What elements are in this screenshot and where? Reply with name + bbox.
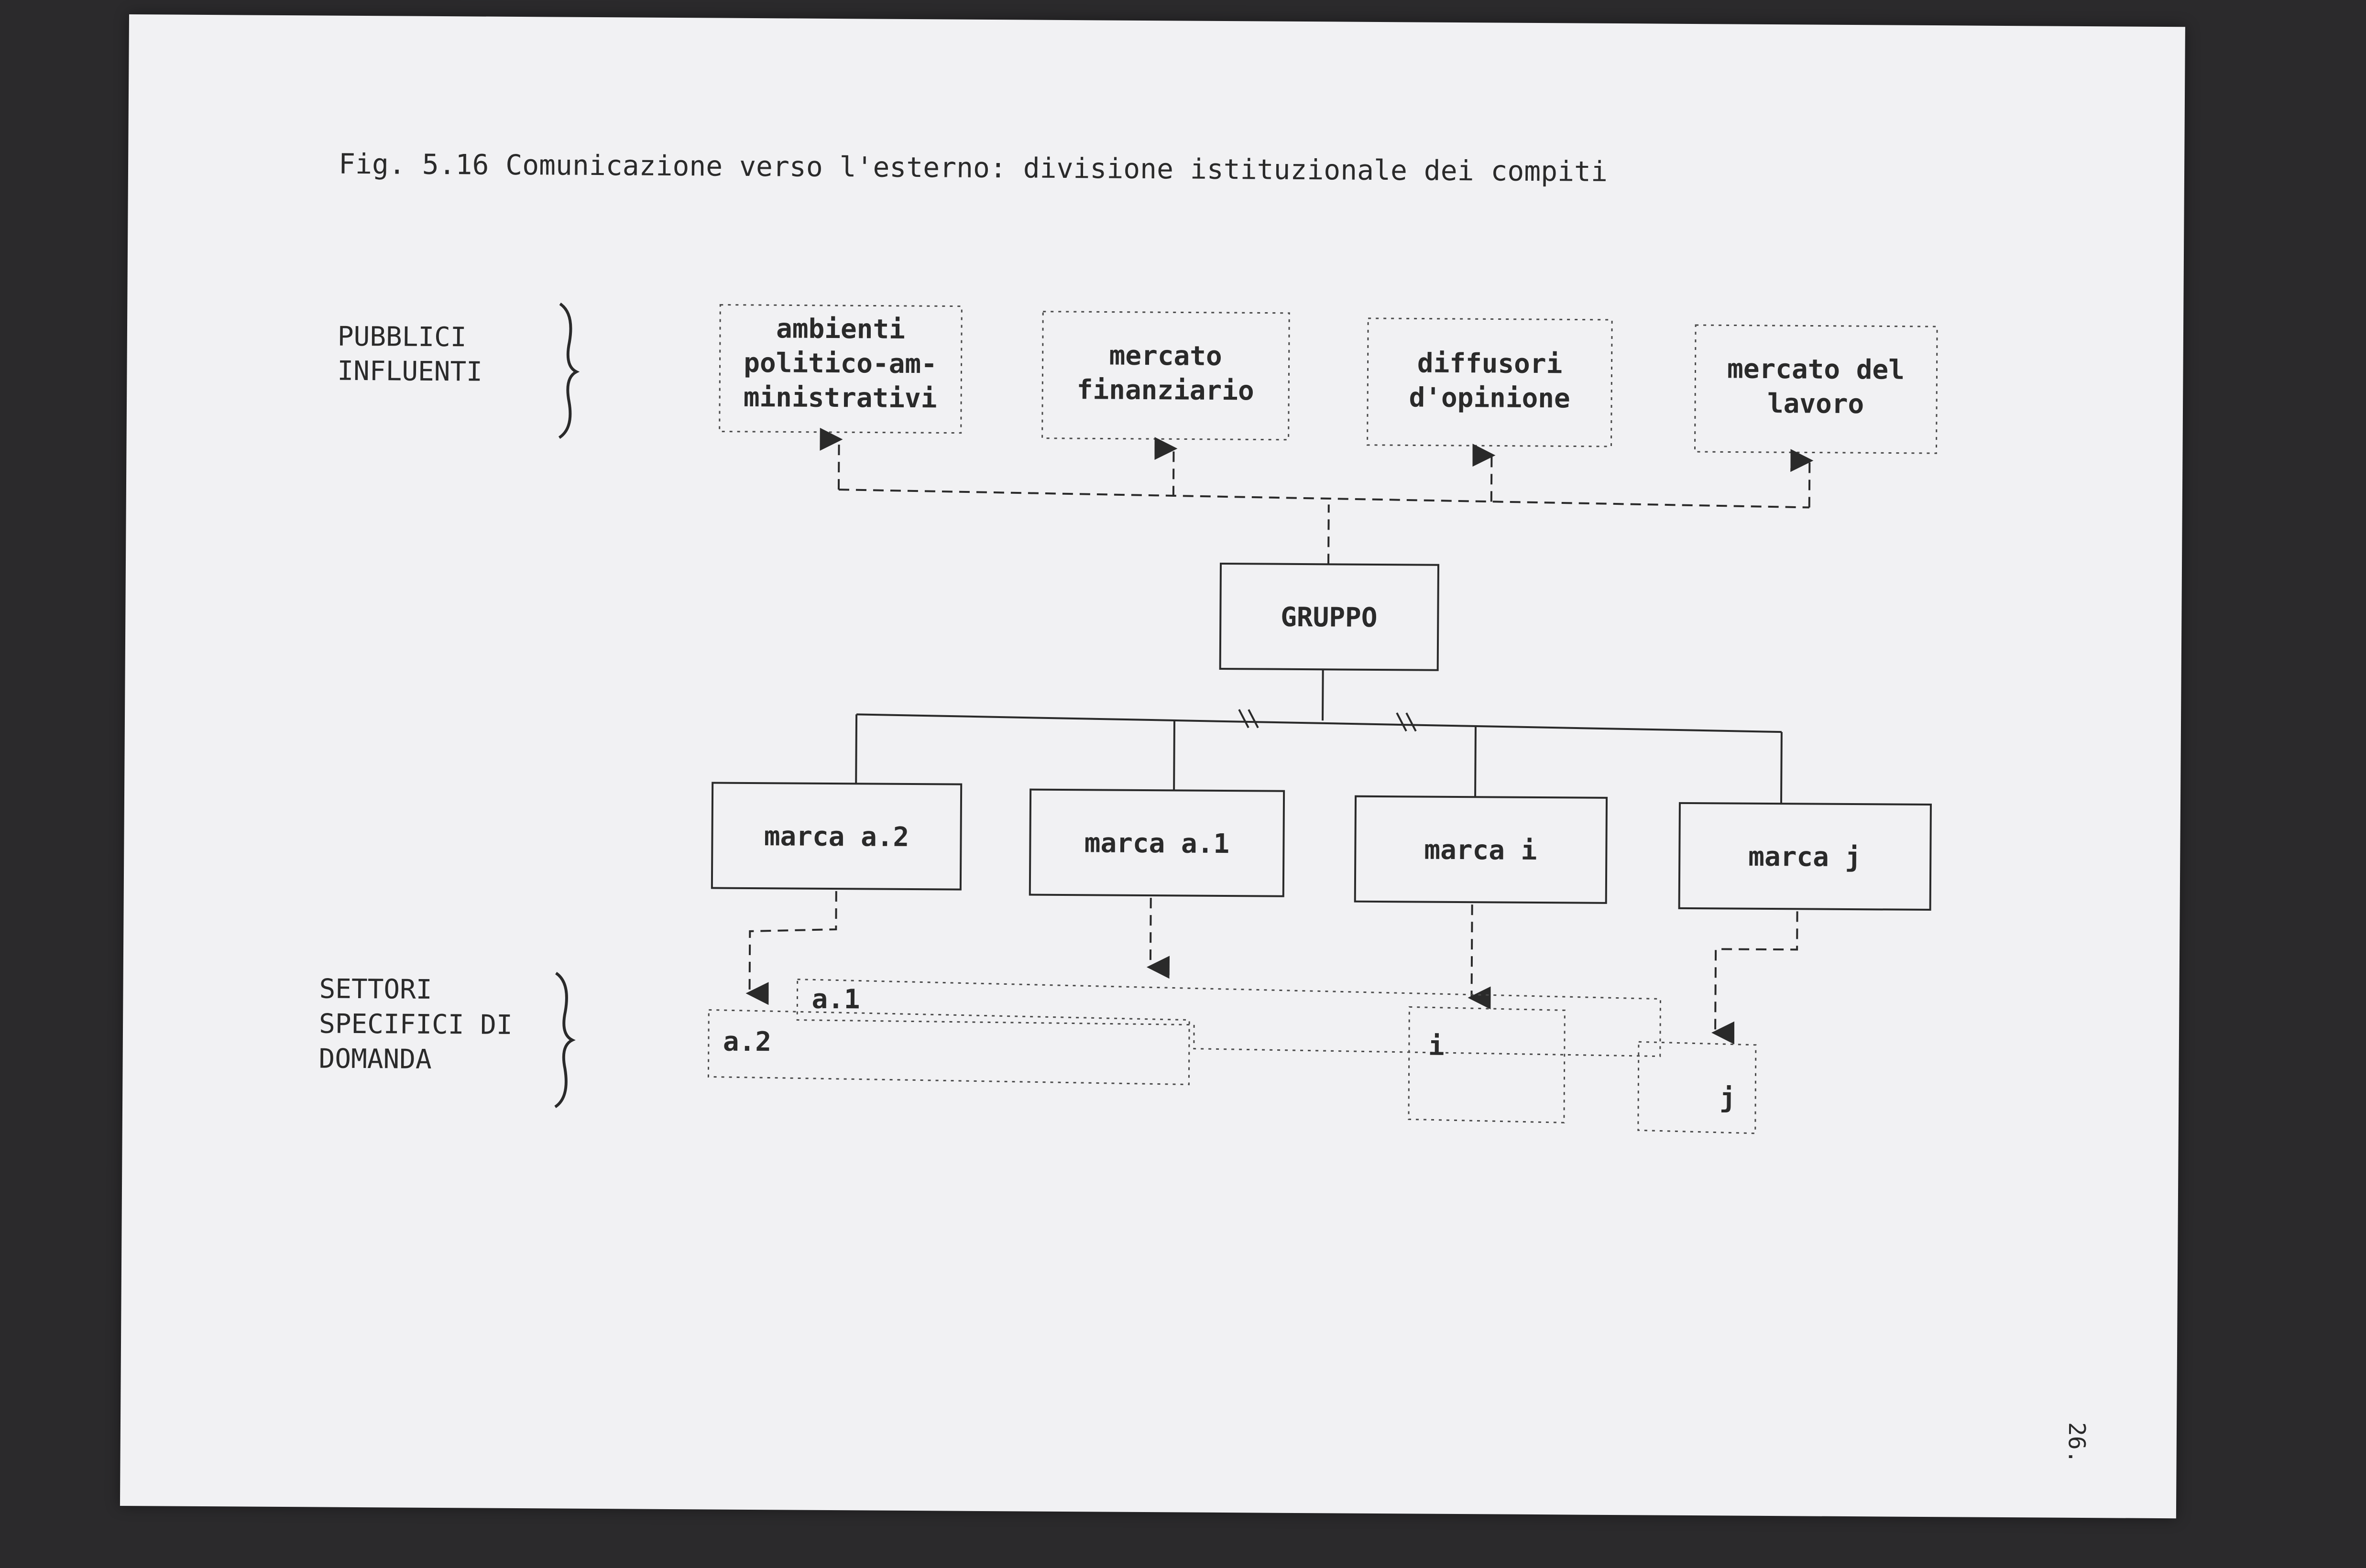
public-box-4: mercato del lavoro <box>1694 324 1938 454</box>
public-1-line-1: ambienti <box>776 313 905 345</box>
sector-area-i <box>1408 1006 1566 1123</box>
brand-label-i: marca i <box>1424 835 1537 866</box>
root-node: GRUPPO <box>1219 562 1440 671</box>
tree-break-mark-1 <box>1238 709 1259 729</box>
public-3-line-2: d'opinione <box>1409 382 1570 414</box>
arrow-to-public-2 <box>1154 437 1178 497</box>
public-1-line-3: ministrativi <box>744 382 937 414</box>
sector-label-j: j <box>1720 1082 1736 1113</box>
arrow-j-to-sector <box>1711 911 1798 1045</box>
tree-drop-3 <box>1474 727 1477 797</box>
tree-break-mark-2 <box>1396 712 1417 732</box>
public-4-line-2: lavoro <box>1767 388 1864 420</box>
sector-area-a1 <box>796 979 1661 1057</box>
page-number: 26. <box>2063 1422 2091 1464</box>
group-label-bottom-1: SETTORI <box>319 973 432 1005</box>
arrow-a1-to-sector <box>1146 898 1170 979</box>
brand-node-a2: marca a.2 <box>711 782 963 891</box>
public-1-line-2: politico-am- <box>744 348 937 380</box>
sector-area-j <box>1637 1041 1757 1134</box>
public-2-line-1: mercato <box>1109 340 1222 372</box>
public-box-2: mercato finanziario <box>1041 311 1290 441</box>
public-4-line-1: mercato del <box>1727 353 1905 385</box>
public-box-1: ambienti politico-am- ministrativi <box>719 304 963 434</box>
public-2-line-2: finanziario <box>1077 374 1254 406</box>
arrow-i-to-sector <box>1468 904 1491 1010</box>
link-publics-bus <box>838 489 1809 509</box>
brand-node-j: marca j <box>1678 802 1932 911</box>
tree-bus <box>856 713 1782 733</box>
group-label-top-2: INFLUENTI <box>337 356 482 388</box>
diagram-canvas: Fig. 5.16 Comunicazione verso l'esterno:… <box>318 148 2091 1464</box>
group-label-bottom-3: DOMANDA <box>318 1043 431 1075</box>
public-box-3: diffusori d'opinione <box>1367 317 1613 447</box>
sector-label-a1: a.1 <box>811 984 860 1015</box>
root-label: GRUPPO <box>1281 602 1378 633</box>
sector-area-a2 <box>707 1009 1190 1086</box>
link-gruppo-up <box>1327 504 1330 565</box>
brand-label-a2: marca a.2 <box>764 821 909 853</box>
arrow-to-public-3 <box>1472 444 1496 502</box>
brand-label-j: marca j <box>1748 841 1861 873</box>
brace-bottom <box>554 972 576 1108</box>
sector-label-i: i <box>1428 1031 1445 1062</box>
arrow-to-public-4 <box>1790 449 1814 508</box>
group-label-bottom-2: SPECIFICI DI <box>319 1008 513 1040</box>
figure-title: Fig. 5.16 Comunicazione verso l'esterno:… <box>339 148 1608 188</box>
arrow-a2-to-sector <box>745 891 837 1005</box>
group-label-top-1: PUBBLICI <box>338 321 467 353</box>
public-3-line-1: diffusori <box>1417 348 1563 380</box>
document-page: Fig. 5.16 Comunicazione verso l'esterno:… <box>120 14 2185 1519</box>
tree-drop-4 <box>1780 732 1783 804</box>
brand-node-a1: marca a.1 <box>1029 788 1285 897</box>
brace-top <box>558 303 580 439</box>
brand-label-a1: marca a.1 <box>1084 828 1230 860</box>
sector-label-a2: a.2 <box>723 1026 772 1058</box>
brand-node-i: marca i <box>1354 795 1608 904</box>
